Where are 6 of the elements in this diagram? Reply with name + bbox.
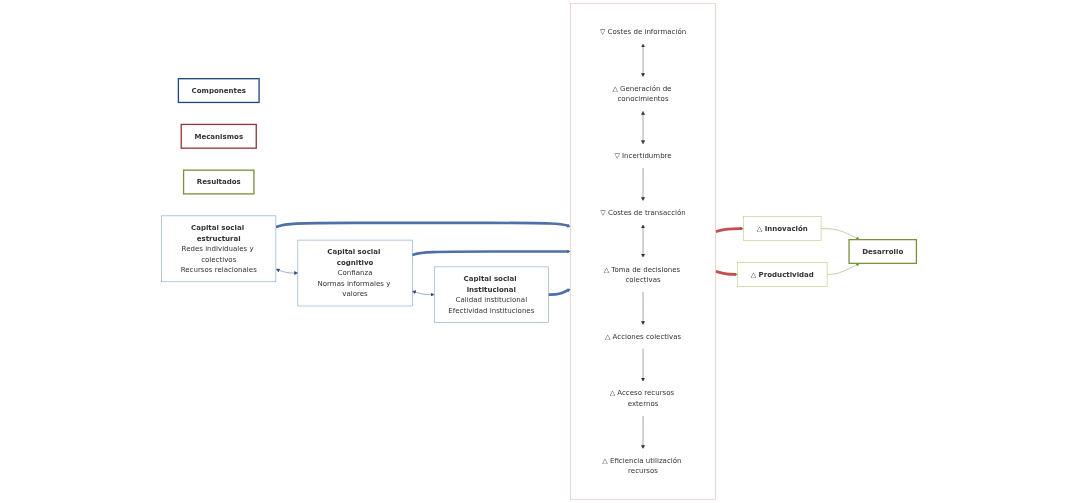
arrow bbox=[715, 270, 738, 277]
cluster bbox=[570, 3, 716, 500]
arrow bbox=[275, 221, 571, 229]
arrow bbox=[548, 288, 571, 296]
arrow bbox=[411, 249, 571, 257]
arrow bbox=[715, 226, 744, 233]
